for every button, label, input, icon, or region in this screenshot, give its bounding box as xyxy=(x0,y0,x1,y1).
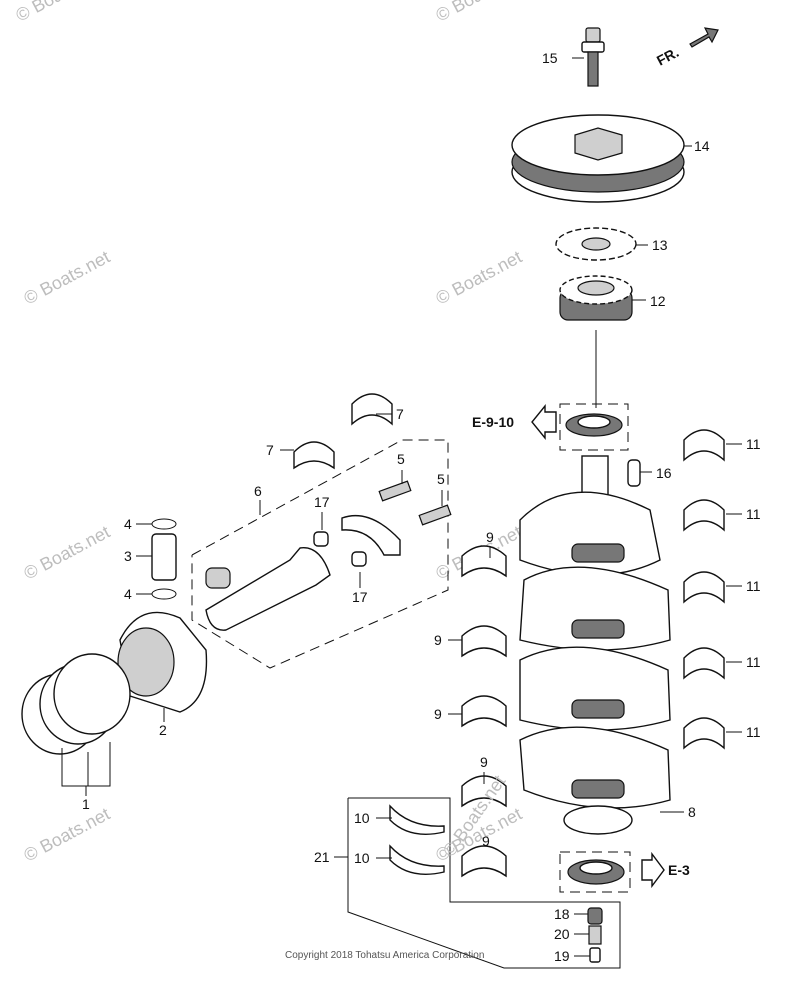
callout-11: 11 xyxy=(746,578,761,594)
callout-9: 9 xyxy=(434,706,442,722)
part-1-piston-rings[interactable] xyxy=(21,653,131,796)
part-13-sprocket[interactable] xyxy=(555,227,648,261)
callout-5: 5 xyxy=(397,451,405,467)
copyright-notice: Copyright 2018 Tohatsu America Corporati… xyxy=(285,950,484,961)
callout-21: 21 xyxy=(314,849,330,865)
callout-15: 15 xyxy=(542,50,558,66)
callout-3: 3 xyxy=(124,548,132,564)
callout-9: 9 xyxy=(486,529,494,545)
callout-14: 14 xyxy=(694,138,710,154)
callout-16: 16 xyxy=(656,465,672,481)
reference-e-9-10[interactable]: E-9-10 xyxy=(472,414,514,430)
part-11-bearings[interactable] xyxy=(683,429,742,750)
callout-13: 13 xyxy=(652,237,668,253)
part-6-connecting-rod-set[interactable] xyxy=(191,439,452,669)
watermark: © Boats.net xyxy=(12,0,105,26)
callout-4: 4 xyxy=(124,586,132,602)
callout-11: 11 xyxy=(746,436,761,452)
front-direction-indicator: FR. xyxy=(654,27,719,69)
part-8-crankshaft[interactable] xyxy=(519,455,684,835)
reference-e-3[interactable]: E-3 xyxy=(668,862,690,878)
callout-7: 7 xyxy=(396,406,404,422)
ref-arrow-left-icon xyxy=(531,404,557,440)
part-21-set[interactable] xyxy=(334,797,621,969)
lower-seal-reference[interactable]: E-3 xyxy=(559,851,690,893)
part-15-bolt[interactable] xyxy=(572,27,605,87)
parts-18-19-20[interactable] xyxy=(574,907,603,963)
part-2-piston[interactable] xyxy=(117,611,208,722)
watermark: © Boats.net xyxy=(432,0,525,26)
direction-label: FR. xyxy=(654,44,681,69)
ref-arrow-right-icon xyxy=(641,851,665,889)
direction-arrow-icon xyxy=(689,27,719,48)
callout-8: 8 xyxy=(688,804,696,820)
callout-17: 17 xyxy=(314,494,330,510)
callout-9: 9 xyxy=(434,632,442,648)
part-12-gear[interactable] xyxy=(559,275,646,321)
part-3-piston-pin[interactable] xyxy=(136,518,177,600)
part-9-bearings[interactable] xyxy=(448,545,507,878)
part-14-pulley[interactable] xyxy=(511,114,692,203)
callout-6: 6 xyxy=(254,483,262,499)
callout-2: 2 xyxy=(159,722,167,738)
callout-10: 10 xyxy=(354,810,370,826)
callout-4: 4 xyxy=(124,516,132,532)
callout-9: 9 xyxy=(482,833,490,849)
callout-17: 17 xyxy=(352,589,368,605)
callout-9: 9 xyxy=(480,754,488,770)
callout-19: 19 xyxy=(554,948,570,964)
callout-11: 11 xyxy=(746,654,761,670)
watermark: © Boats.net xyxy=(432,247,525,309)
watermark: © Boats.net xyxy=(20,522,113,584)
upper-seal-reference[interactable]: E-9-10 xyxy=(472,403,629,451)
callout-20: 20 xyxy=(554,926,570,942)
watermark: © Boats.net xyxy=(20,804,113,866)
callout-18: 18 xyxy=(554,906,570,922)
callout-5: 5 xyxy=(437,471,445,487)
callout-12: 12 xyxy=(650,293,666,309)
callout-1: 1 xyxy=(82,796,90,812)
callout-labels: 15 14 13 12 16 8 11 11 11 11 11 9 9 9 9 … xyxy=(82,50,761,964)
watermark: © Boats.net xyxy=(20,247,113,309)
part-7-bearings[interactable] xyxy=(280,393,393,470)
callout-11: 11 xyxy=(746,724,761,740)
callout-7: 7 xyxy=(266,442,274,458)
callout-10: 10 xyxy=(354,850,370,866)
part-16-key[interactable] xyxy=(627,459,652,487)
callout-11: 11 xyxy=(746,506,761,522)
